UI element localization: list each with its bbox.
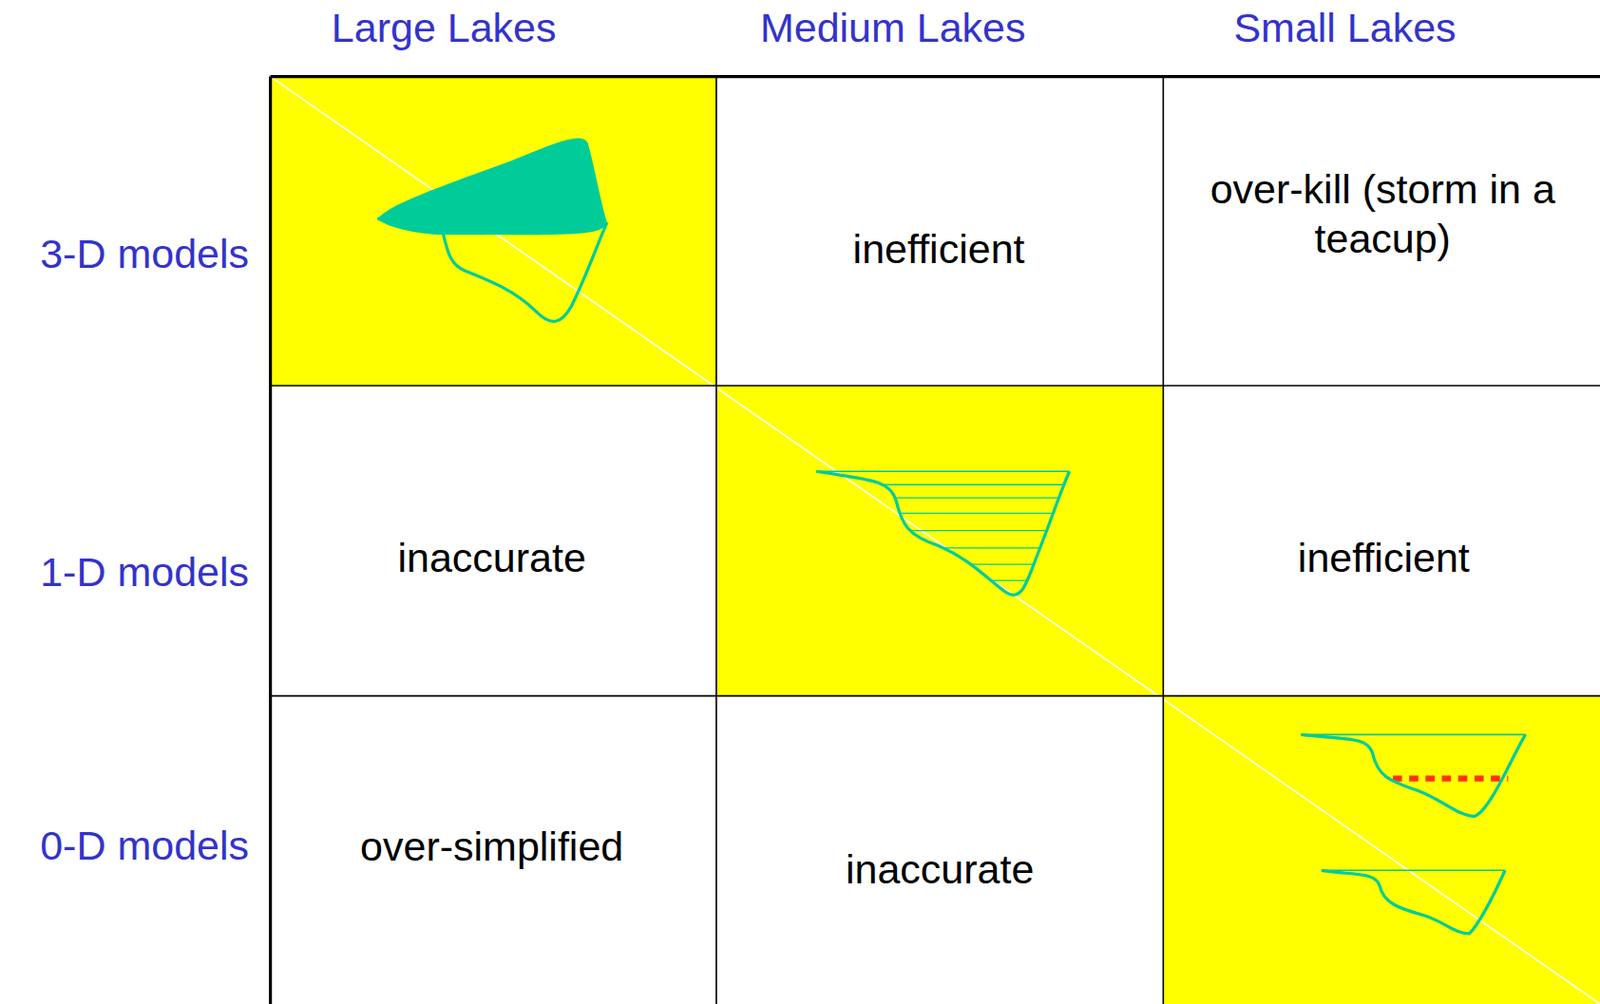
diagonal-line xyxy=(270,76,1600,1004)
row-header: 0-D models xyxy=(39,821,249,872)
row-header: 1-D models xyxy=(39,548,249,598)
cell-fill xyxy=(716,385,1163,697)
small-lake-stratified xyxy=(1300,734,1525,817)
medium-lake xyxy=(796,471,1083,595)
column-header: Medium Lakes xyxy=(760,3,1027,54)
cell-text: inaccurate xyxy=(845,845,1034,896)
large-lake xyxy=(377,138,608,323)
column-header: Small Lakes xyxy=(1233,3,1456,54)
grid-lines xyxy=(270,76,1600,1004)
cell-text: over-kill (storm in a teacup) xyxy=(1178,165,1587,264)
column-header: Large Lakes xyxy=(331,3,557,54)
row-header: 3-D models xyxy=(39,229,249,280)
cell-text: inefficient xyxy=(1297,533,1470,584)
cell-text: inefficient xyxy=(853,225,1026,275)
cell-text: over-simplified xyxy=(360,822,624,873)
small-lake-mixed xyxy=(1321,870,1505,934)
cell-text: inaccurate xyxy=(397,533,586,584)
